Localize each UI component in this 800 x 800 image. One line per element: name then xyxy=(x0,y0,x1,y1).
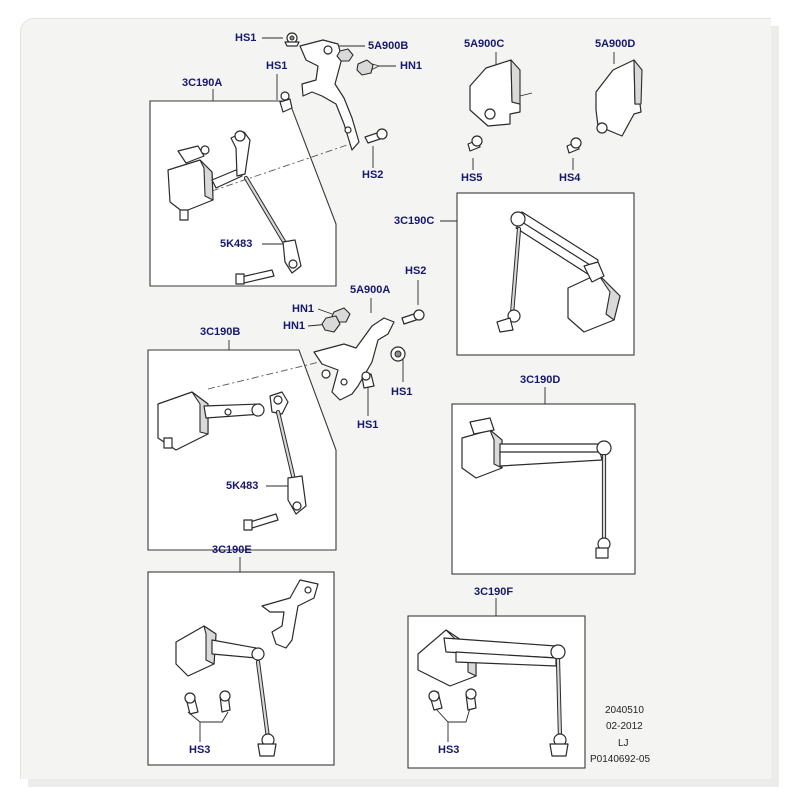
label-hs2-mid: HS2 xyxy=(405,265,427,277)
label-5a900a: 5A900A xyxy=(350,284,391,296)
label-hs2-top: HS2 xyxy=(362,169,384,181)
label-5a900c: 5A900C xyxy=(464,38,505,50)
sensor-3c190a xyxy=(167,130,302,285)
label-5a900b: 5A900B xyxy=(368,40,409,52)
label-hs1-right: HS1 xyxy=(391,386,413,398)
label-3c190d: 3C190D xyxy=(520,374,561,386)
label-hn1-b: HN1 xyxy=(283,320,306,332)
label-hs1-mid: HS1 xyxy=(266,60,288,72)
label-5k483-a: 5K483 xyxy=(220,238,253,250)
label-3c190e: 3C190E xyxy=(212,544,252,556)
connection-lines xyxy=(207,141,357,390)
label-hn1-top: HN1 xyxy=(400,60,423,72)
sensor-3c190e xyxy=(175,579,319,757)
reference-part-number: P0140692-05 xyxy=(590,754,651,765)
label-hs3-f: HS3 xyxy=(438,744,460,756)
label-hs4: HS4 xyxy=(559,172,581,184)
label-hs5: HS5 xyxy=(461,172,483,184)
label-hs1-top: HS1 xyxy=(235,32,257,44)
label-hn1-a: HN1 xyxy=(292,303,315,315)
label-hs1-low: HS1 xyxy=(357,419,379,431)
label-3c190b: 3C190B xyxy=(200,326,241,338)
sensor-3c190c xyxy=(496,211,621,333)
sensor-3c190d xyxy=(461,417,612,559)
reference-initials: LJ xyxy=(618,738,629,749)
bracket-5a900d xyxy=(566,59,643,154)
panel-3c190c xyxy=(456,192,635,356)
label-5a900d: 5A900D xyxy=(595,38,636,50)
sensor-3c190f xyxy=(417,629,569,757)
reference-code: 2040510 xyxy=(605,705,644,716)
leader-lines xyxy=(187,37,615,742)
bracket-5a900c xyxy=(467,59,533,152)
label-hs3-e: HS3 xyxy=(189,744,211,756)
bracket-5a900b xyxy=(279,32,388,151)
bracket-5a900a xyxy=(313,307,425,401)
label-3c190c: 3C190C xyxy=(394,215,435,227)
label-3c190a: 3C190A xyxy=(182,77,223,89)
diagram-background xyxy=(20,18,771,779)
label-5k483-b: 5K483 xyxy=(226,480,259,492)
sensor-3c190b xyxy=(157,391,307,531)
reference-date: 02-2012 xyxy=(606,721,643,732)
label-3c190f: 3C190F xyxy=(474,586,514,598)
